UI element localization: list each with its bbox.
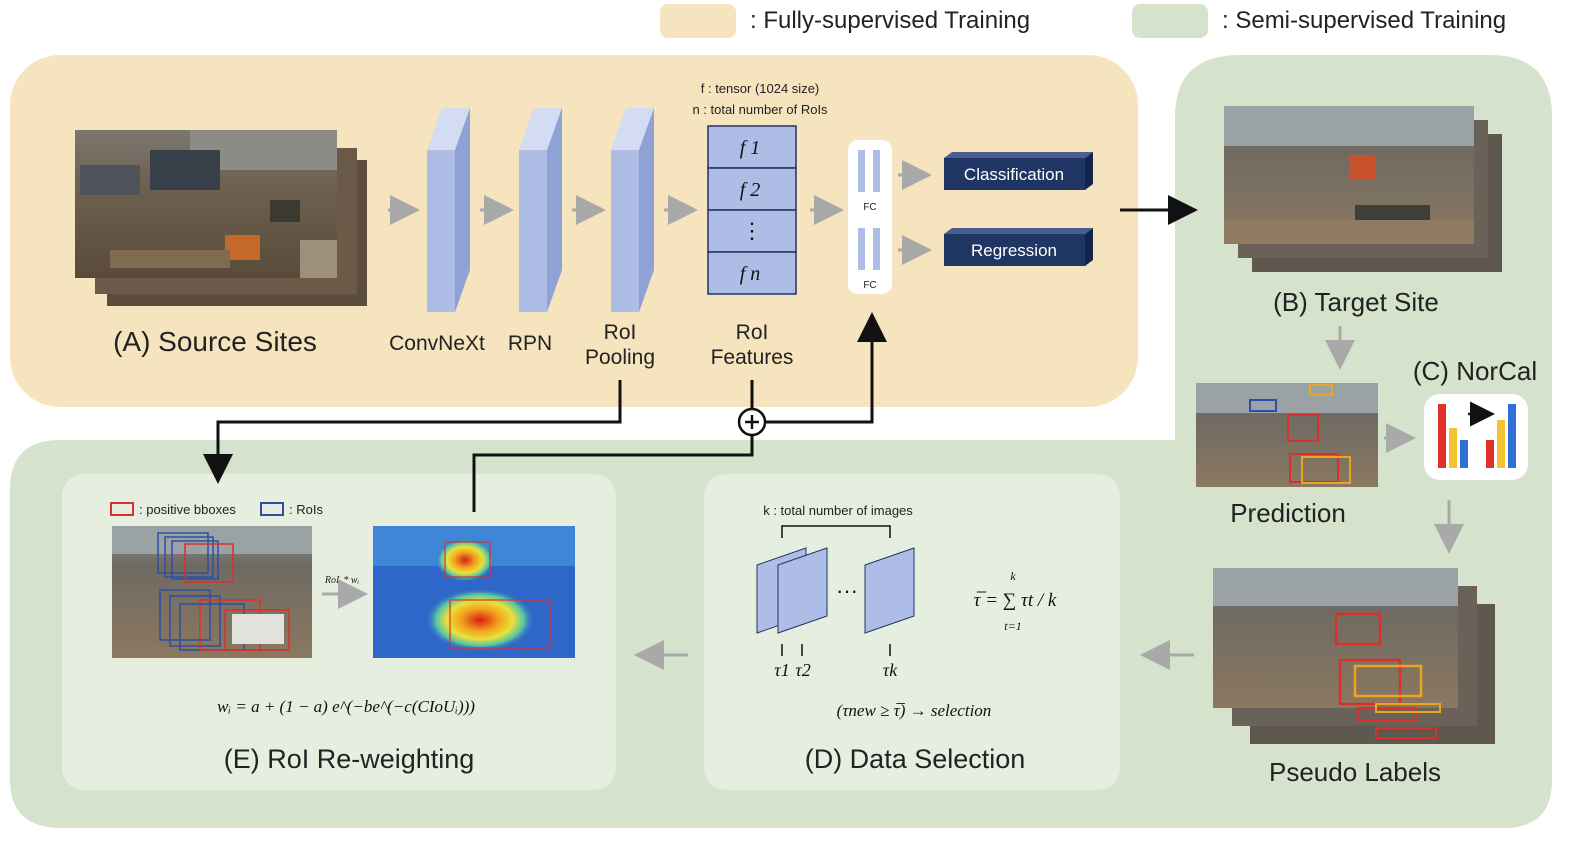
legend-fully-text: : Fully-supervised Training	[750, 7, 1030, 34]
sum-upper-limit: k	[1010, 569, 1016, 583]
pseudo-labels-image-stack	[1213, 568, 1495, 744]
classification-label: Classification	[964, 165, 1064, 184]
feature-fn: f n	[740, 263, 761, 285]
feature-f2: f 2	[740, 179, 761, 201]
k-bracket	[781, 525, 891, 538]
flow-connectors	[203, 195, 1198, 512]
tau-arrows	[781, 644, 891, 656]
selection-image-planes	[756, 547, 915, 634]
fc-label-top: FC	[863, 202, 876, 213]
classification-head: Classification	[944, 152, 1093, 190]
roi-reweighting-label: (E) RoI Re-weighting	[224, 744, 475, 774]
fc-block: FC FC	[848, 140, 892, 294]
tau-k: τk	[883, 660, 898, 680]
convnext-label: ConvNeXt	[389, 332, 485, 355]
roi-pooling-label-line1: RoI	[604, 321, 637, 344]
positive-bbox-swatch	[110, 502, 134, 516]
source-sites-image-stack	[75, 130, 367, 306]
selection-rule: (τnew ≥ τ̅) → selection	[837, 701, 992, 720]
legend-semi-swatch	[1132, 4, 1208, 38]
legend-fully-swatch	[660, 4, 736, 38]
feature-f1: f 1	[740, 137, 761, 159]
roi-features-label-line2: Features	[711, 346, 794, 369]
sum-lower-limit: t=1	[1004, 619, 1021, 633]
feature-ellipsis: ⋮	[741, 218, 763, 243]
rpn-layer	[519, 108, 562, 312]
f-tensor-note: f : tensor (1024 size)	[701, 81, 820, 96]
roi-boxes-image	[112, 526, 312, 658]
k-images-note: k : total number of images	[763, 503, 913, 518]
roi-feature-column: f 1 f 2 ⋮ f n	[707, 125, 797, 295]
rpn-label: RPN	[508, 332, 552, 355]
tau-2: τ2	[795, 660, 810, 680]
planes-ellipsis: ···	[836, 578, 858, 603]
prediction-image	[1196, 383, 1378, 487]
regression-head: Regression	[944, 228, 1093, 266]
roi-legend: : RoIs	[289, 502, 323, 517]
roi-features-label-line1: RoI	[736, 321, 769, 344]
roi-weight-arrow-label: RoIᵢ * wᵢ	[324, 575, 360, 586]
legend: : Fully-supervised Training : Semi-super…	[660, 4, 1506, 38]
prediction-label: Prediction	[1230, 498, 1346, 528]
mean-threshold-formula: τ̅ = ∑ τt / k	[974, 590, 1057, 611]
legend-semi-text: : Semi-supervised Training	[1222, 7, 1506, 34]
plus-junction	[737, 407, 767, 437]
norcal-bar-icon	[1424, 394, 1528, 480]
n-rois-note: n : total number of RoIs	[692, 102, 828, 117]
data-selection-panel	[704, 474, 1120, 790]
data-selection-label: (D) Data Selection	[805, 744, 1026, 774]
roi-pooling-layer	[611, 108, 654, 312]
source-sites-label: (A) Source Sites	[113, 326, 317, 357]
positive-bbox-legend: : positive bboxes	[139, 502, 236, 517]
heatmap-image	[373, 526, 575, 658]
target-site-label: (B) Target Site	[1273, 287, 1439, 317]
roi-swatch	[260, 502, 284, 516]
convnext-layer	[427, 108, 470, 312]
norcal-label: (C) NorCal	[1413, 356, 1537, 386]
weight-formula: wᵢ = a + (1 − a) e^(−be^(−c(CIoUᵢ)))	[217, 697, 475, 716]
roi-pooling-label-line2: Pooling	[585, 346, 655, 369]
fc-label-bottom: FC	[863, 280, 876, 291]
tau-1: τ1	[774, 660, 789, 680]
pseudo-labels-label: Pseudo Labels	[1269, 757, 1441, 787]
regression-label: Regression	[971, 241, 1057, 260]
target-site-image-stack	[1224, 106, 1502, 272]
pipeline-arrows	[388, 160, 932, 265]
